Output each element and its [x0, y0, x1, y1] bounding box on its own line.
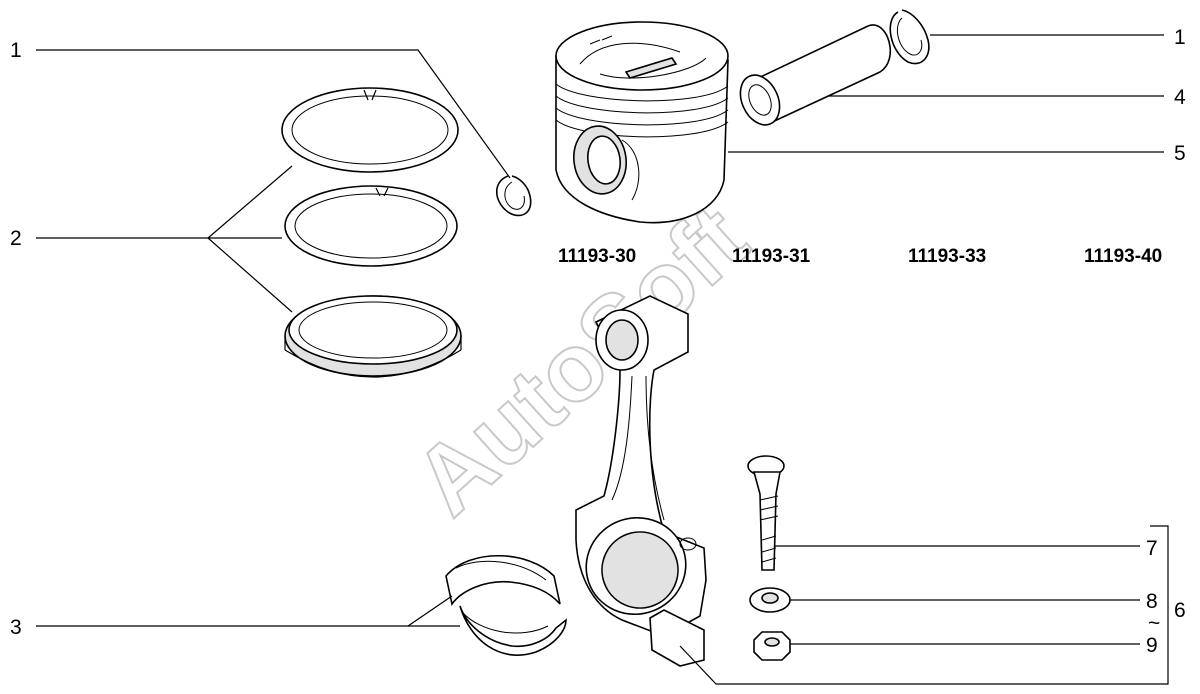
connecting-rod	[575, 295, 707, 667]
callout-8: 8	[1146, 590, 1158, 613]
bearing-shells	[445, 554, 567, 656]
callout-7: 7	[1146, 537, 1158, 560]
part-number-2: 11193-31	[732, 246, 811, 267]
part-number-1: 11193-30	[558, 246, 636, 267]
callout-numbers: 1 2 3 1 4 5 7 8 ~ 9 6	[10, 26, 1186, 657]
callout-5: 5	[1174, 142, 1186, 165]
callout-4: 4	[1174, 86, 1186, 109]
piston-ring-middle	[284, 185, 458, 267]
connecting-rod-bolt	[747, 455, 785, 571]
leader-lines	[36, 34, 1169, 685]
callout-9: 9	[1146, 634, 1158, 657]
part-number-4: 11193-40	[1084, 246, 1162, 267]
nut	[753, 631, 791, 661]
piston	[555, 21, 729, 224]
circlip-left	[495, 175, 532, 217]
piston-rings	[281, 87, 462, 378]
piston-ring-top	[281, 87, 459, 173]
part-number-row: 11193-30 11193-31 11193-33 11193-40	[558, 246, 1162, 267]
callout-3: 3	[10, 616, 22, 639]
piston-ring-oil	[284, 295, 462, 378]
callout-1-right: 1	[1174, 26, 1186, 49]
callout-1-left: 1	[10, 39, 22, 62]
callout-6: 6	[1174, 599, 1186, 622]
callout-2: 2	[10, 227, 22, 250]
part-number-3: 11193-33	[908, 246, 986, 267]
piston-pin	[739, 24, 891, 126]
callout-8-9-range: ~	[1148, 612, 1160, 635]
washer	[749, 587, 791, 613]
circlip-right	[889, 9, 930, 65]
